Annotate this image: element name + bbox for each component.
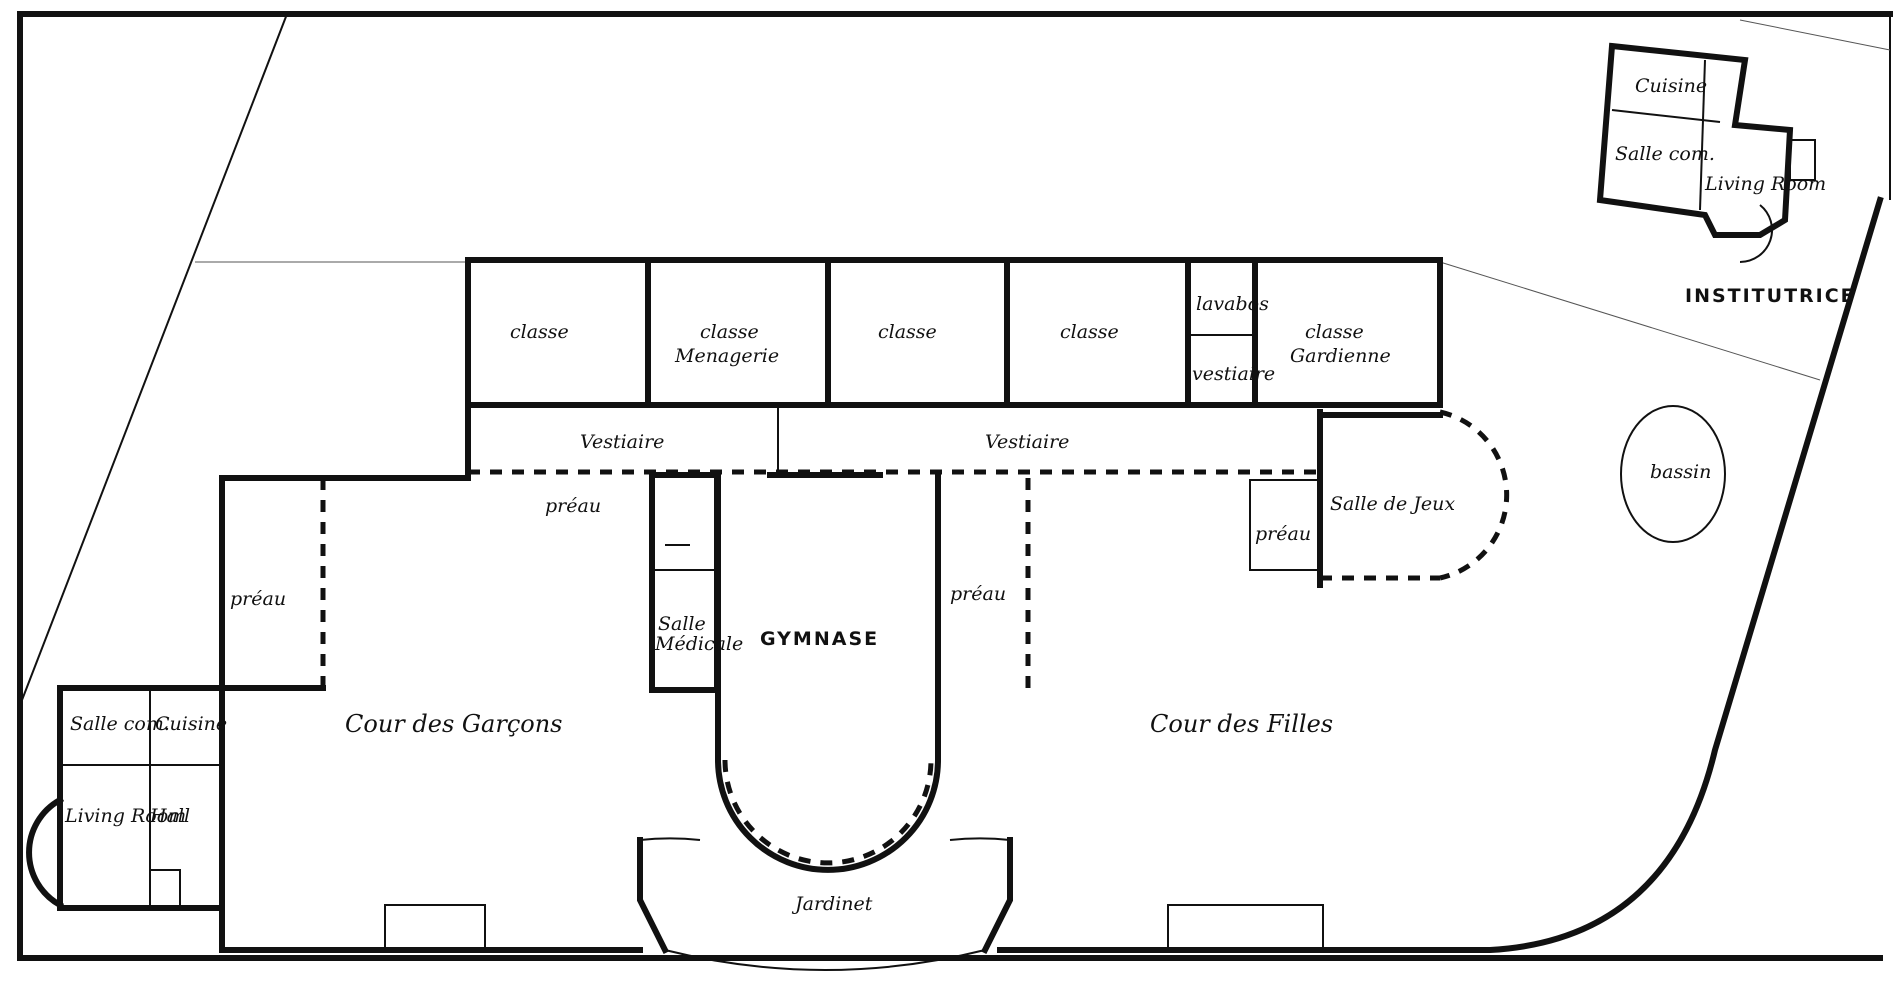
label-cuisine-left: Cuisine — [155, 713, 227, 735]
medical-block — [649, 472, 720, 693]
label-gymnase: GYMNASE — [760, 628, 879, 650]
label-living-room-right: Living Room — [1704, 173, 1826, 195]
label-preau-center: préau — [950, 583, 1006, 605]
label-vestiaire-left: Vestiaire — [580, 431, 664, 453]
label-cour-garcons: Cour des Garçons — [345, 710, 563, 738]
label-institutrice: INSTITUTRICE — [1685, 285, 1856, 307]
label-gardienne: Gardienne — [1290, 345, 1391, 367]
vestiaire-corridor — [465, 402, 1320, 475]
label-preau-left: préau — [230, 588, 286, 610]
label-classe-gardienne: classe — [1305, 321, 1364, 343]
label-preau-top: préau — [545, 495, 601, 517]
bike-sheds — [384, 904, 1324, 951]
label-vestiaire-small: vestiaire — [1192, 363, 1275, 385]
label-cuisine-right: Cuisine — [1635, 75, 1707, 97]
institutrice-house — [1596, 42, 1816, 263]
label-salle-comm-right: Salle com. — [1615, 143, 1715, 165]
salle-de-jeux — [1249, 409, 1510, 588]
label-cour-filles: Cour des Filles — [1150, 710, 1333, 738]
label-hall-left: Hall — [149, 805, 190, 827]
classroom-block — [465, 257, 1443, 408]
jardinet — [637, 837, 1013, 971]
cour-filles-preau — [935, 0, 1093, 693]
site-boundary — [17, 11, 1893, 961]
label-salle-medicale-2: Médicale — [654, 633, 743, 655]
label-classe-4: classe — [1060, 321, 1119, 343]
label-salle-medicale-1: Salle — [658, 613, 706, 635]
label-preau-right-small: préau — [1255, 523, 1311, 545]
label-classe-menagerie: classe — [700, 321, 759, 343]
oval-basin — [1620, 405, 1726, 543]
label-lavabos: lavabos — [1196, 293, 1269, 315]
label-basin: bassin — [1650, 461, 1711, 483]
label-living-room-left: Living Room — [64, 805, 186, 827]
label-menagerie: Menagerie — [674, 345, 779, 367]
label-salle-de-jeux: Salle de Jeux — [1330, 493, 1455, 515]
left-residence — [26, 685, 225, 911]
label-classe-3: classe — [878, 321, 937, 343]
label-classe-1: classe — [510, 321, 569, 343]
label-jardinet: Jardinet — [791, 893, 873, 915]
gymnasium — [715, 472, 941, 873]
label-vestiaire-right: Vestiaire — [985, 431, 1069, 453]
label-salle-comm-left: Salle com. — [70, 713, 170, 735]
